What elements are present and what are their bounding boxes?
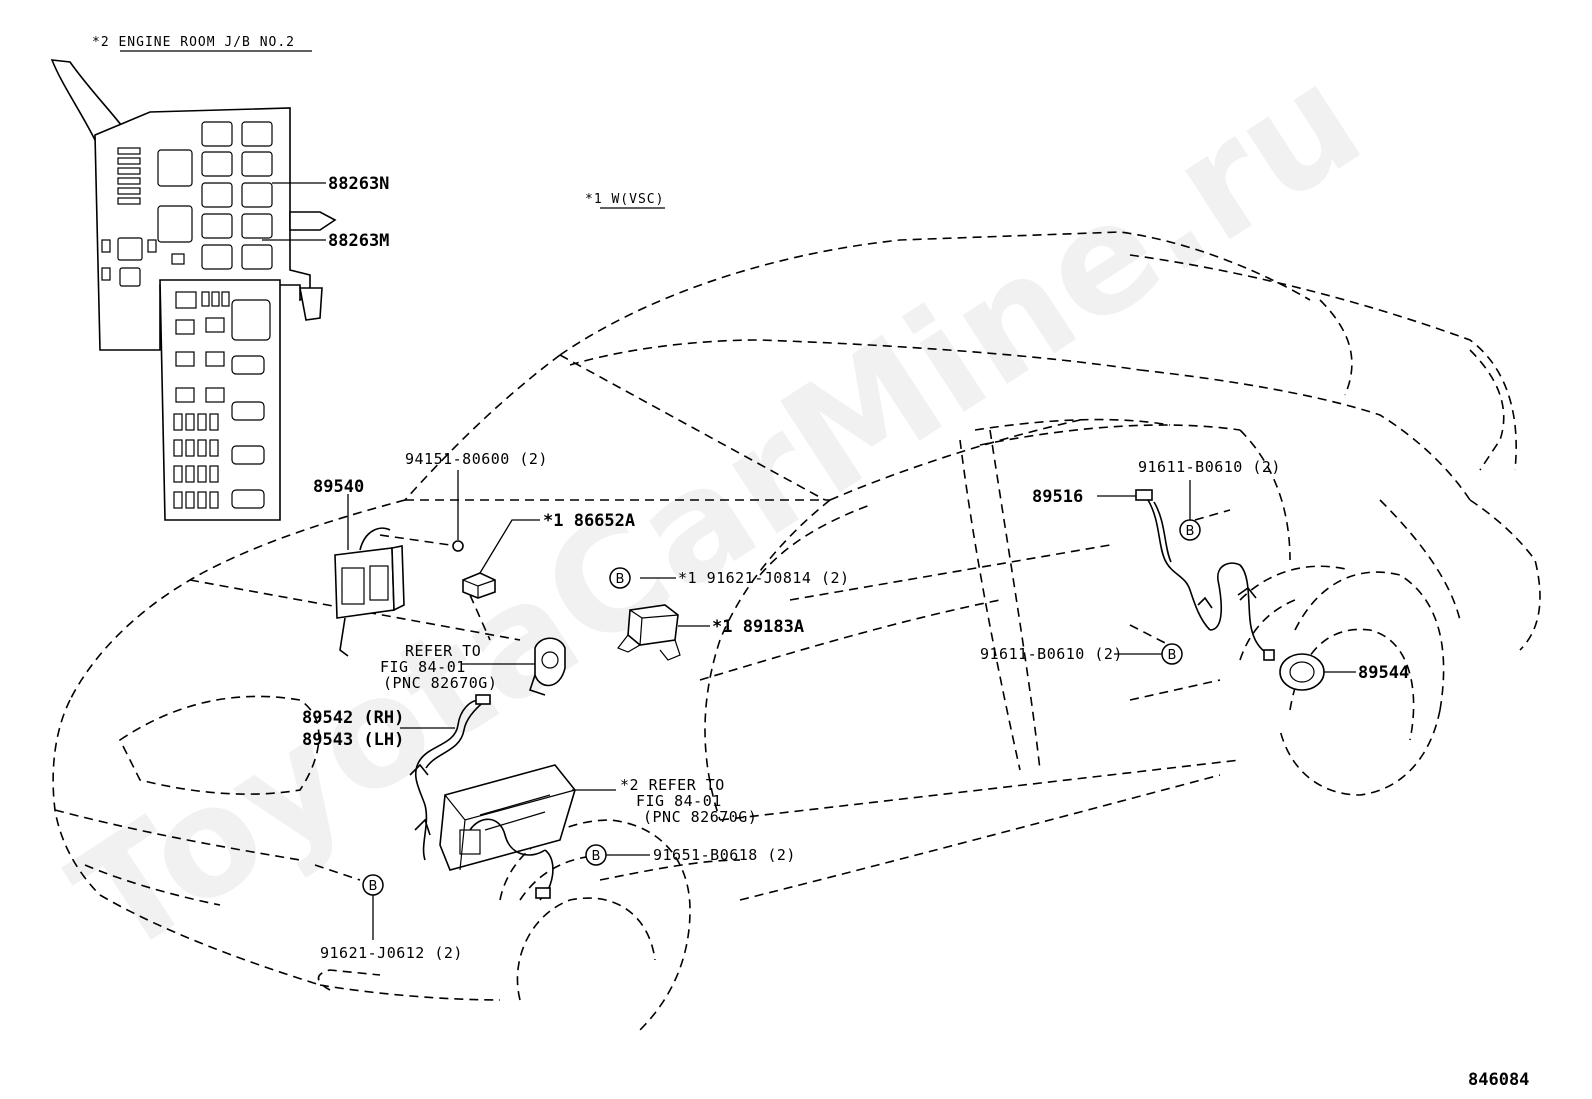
refer1-line3: (PNC 82670G) xyxy=(383,674,497,692)
engine-room-junction-block xyxy=(50,59,337,521)
callout-86652A: *1 86652A xyxy=(543,511,635,531)
callout-89183A: *1 89183A xyxy=(712,617,804,637)
steering-sensor-ref1 xyxy=(462,637,566,696)
sensor-bracket xyxy=(617,577,710,661)
callout-89516: 89516 xyxy=(1032,487,1083,507)
svg-text:B: B xyxy=(369,879,378,894)
callout-89543-lh: 89543 (LH) xyxy=(302,730,404,750)
front-speed-sensor xyxy=(400,694,491,861)
variant-title: *1 W(VSC) xyxy=(585,192,664,207)
b-marker-rear-upper: B xyxy=(1179,480,1201,541)
nut-part xyxy=(452,470,464,552)
svg-text:B: B xyxy=(1168,648,1177,663)
brake-actuator-ref2 xyxy=(439,764,616,901)
yaw-rate-sensor xyxy=(462,519,540,599)
b-marker-rear-lower: B xyxy=(1114,643,1183,665)
b-marker-front-lower: B xyxy=(362,874,384,940)
b-marker-upper: B xyxy=(609,567,631,589)
callout-91611-B0610-lower: 91611-B0610 (2) xyxy=(980,645,1123,663)
rear-speed-sensor xyxy=(1097,489,1275,661)
refer2-line2: FIG 84-01 xyxy=(636,792,722,810)
callout-91651-B0618: 91651-B0618 (2) xyxy=(653,846,796,864)
svg-text:B: B xyxy=(592,849,601,864)
refer1-line1: REFER TO xyxy=(405,642,481,660)
callout-89540: 89540 xyxy=(313,477,364,497)
refer2-line3: (PNC 82670G) xyxy=(643,808,757,826)
callout-88263N: 88263N xyxy=(328,174,389,194)
callout-91621-J0814: *1 91621-J0814 (2) xyxy=(678,569,850,587)
speed-sensor-rotor xyxy=(1279,653,1356,691)
junction-block-title: *2 ENGINE ROOM J/B NO.2 xyxy=(92,35,295,50)
skid-control-ecu xyxy=(334,494,405,657)
svg-text:B: B xyxy=(1186,524,1195,539)
refer1-line2: FIG 84-01 xyxy=(380,658,466,676)
callout-91611-B0610-upper: 91611-B0610 (2) xyxy=(1138,458,1281,476)
callout-89542-rh: 89542 (RH) xyxy=(302,708,404,728)
figure-number: 846084 xyxy=(1468,1070,1529,1090)
b-marker-front-wheel: B xyxy=(585,844,650,866)
callout-89544: 89544 xyxy=(1358,663,1409,683)
callout-91621-J0612: 91621-J0612 (2) xyxy=(320,944,463,962)
callout-94151-80600: 94151-80600 (2) xyxy=(405,450,548,468)
svg-text:B: B xyxy=(616,572,625,587)
refer2-line1: *2 REFER TO xyxy=(620,776,725,794)
callout-88263M: 88263M xyxy=(328,231,389,251)
vehicle-outline xyxy=(52,231,1541,1031)
